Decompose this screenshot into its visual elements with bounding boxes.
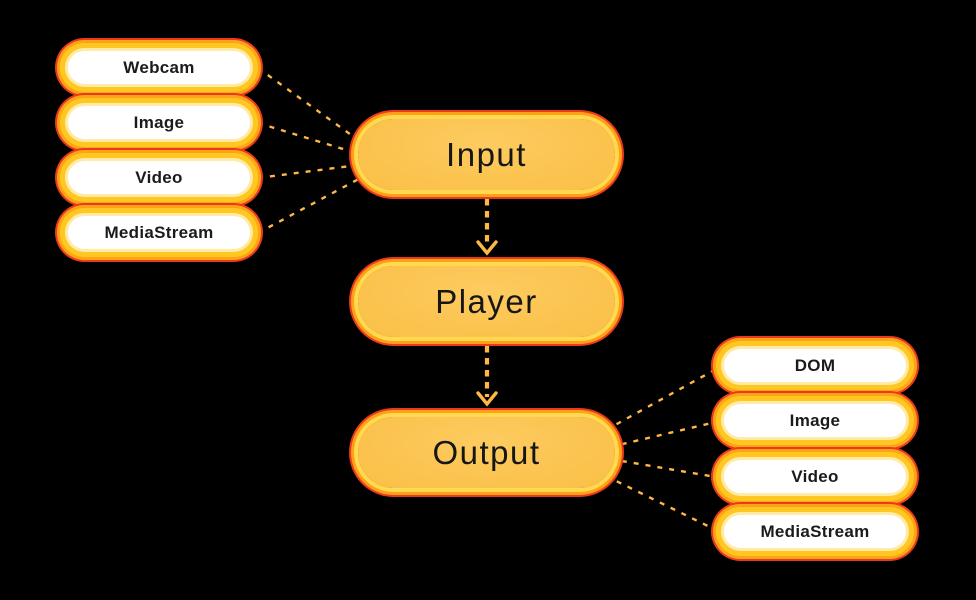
pill-mediastream-input-label: MediaStream [104, 222, 214, 242]
pill-mediastream-output-label: MediaStream [760, 521, 870, 541]
connector-output-dom [605, 366, 719, 432]
node-input-label: Input [446, 135, 527, 173]
pill-webcam: Webcam [68, 51, 250, 84]
node-player: Player [358, 266, 615, 337]
pill-image-input-label: Image [133, 112, 185, 132]
pill-video-input: Video [68, 161, 250, 194]
connector-video-input [257, 162, 367, 180]
node-output-label: Output [432, 433, 541, 471]
pill-webcam-label: Webcam [123, 57, 195, 77]
pill-dom-label: DOM [794, 355, 836, 375]
connector-mediastream-input [257, 172, 369, 235]
arrowhead-output [476, 391, 498, 407]
pill-video-output-label: Video [791, 466, 839, 486]
arrowhead-player [476, 240, 498, 256]
connector-webcam-input [257, 67, 369, 148]
connector-output-image [609, 420, 717, 449]
pill-dom: DOM [724, 349, 906, 382]
pill-image-input: Image [68, 106, 250, 139]
pill-image-output: Image [724, 404, 906, 437]
pill-video-output: Video [724, 460, 906, 493]
connector-output-mediastream [605, 474, 719, 533]
connector-output-video [609, 457, 717, 479]
node-output: Output [358, 417, 615, 488]
pill-mediastream-output: MediaStream [724, 515, 906, 548]
pill-image-output-label: Image [789, 410, 841, 430]
node-player-label: Player [435, 282, 538, 320]
connector-image-input [257, 121, 367, 158]
node-input: Input [358, 119, 615, 190]
pill-mediastream-input: MediaStream [68, 216, 250, 249]
pill-video-input-label: Video [135, 167, 183, 187]
